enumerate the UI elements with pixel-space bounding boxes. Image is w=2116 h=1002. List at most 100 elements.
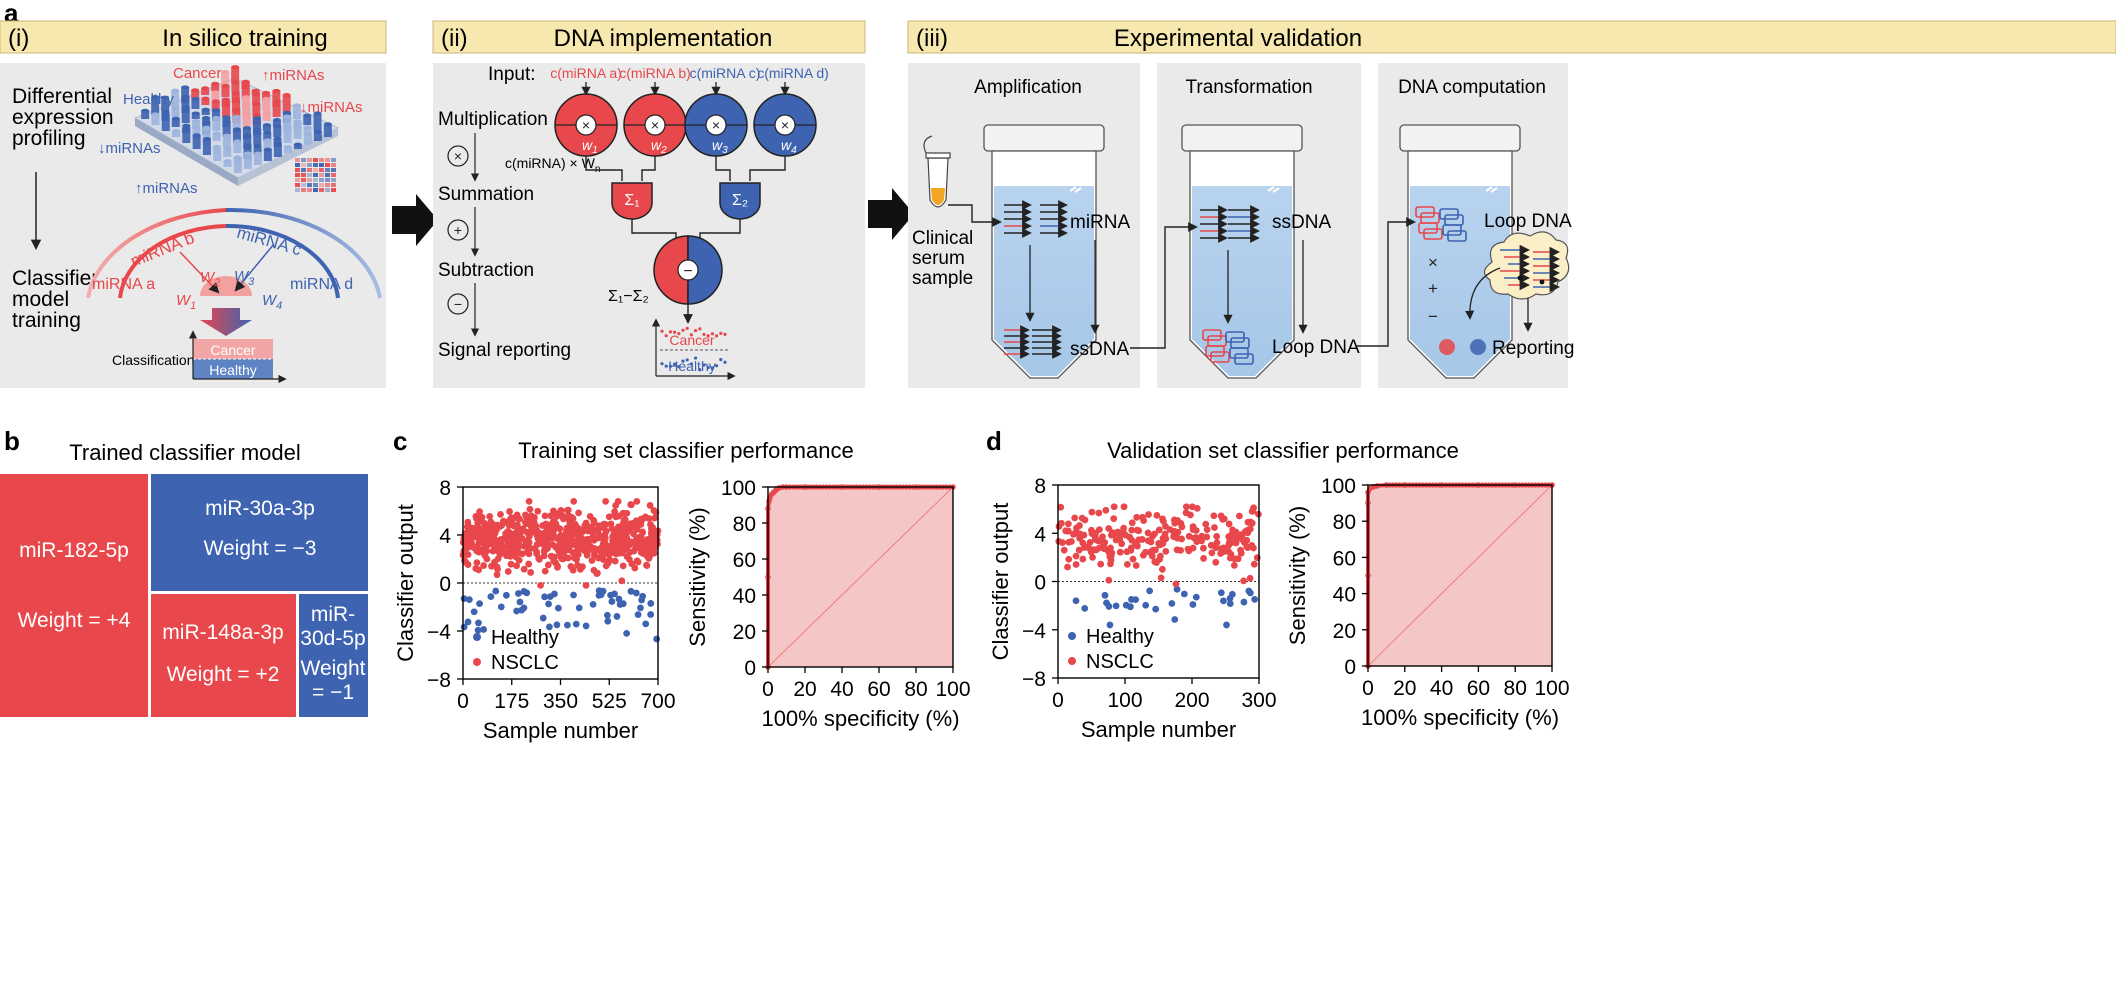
- nsclc-point: [1089, 553, 1096, 561]
- healthy-point: [1217, 589, 1225, 597]
- mini-dot-cancer: [689, 333, 694, 337]
- healthy-point: [639, 592, 647, 600]
- heatmap-bar-top: [231, 65, 240, 70]
- axis-tick-label: 40: [1333, 584, 1356, 607]
- nsclc-point: [564, 554, 572, 562]
- mini-heatmap-cell: [325, 168, 330, 172]
- healthy-point: [513, 607, 521, 615]
- heatmap-bar: [171, 107, 180, 117]
- nsclc-point: [1213, 533, 1221, 540]
- roc-point: [1374, 483, 1380, 489]
- mini-heatmap-cell: [295, 163, 300, 167]
- nsclc-point: [1132, 562, 1140, 569]
- axis-tick-label: 0: [1344, 656, 1356, 679]
- nsclc-point: [1145, 511, 1152, 518]
- amplification-title: Amplification: [974, 77, 1082, 98]
- legend-label: NSCLC: [1086, 651, 1154, 673]
- multiply-op-icon: [447, 145, 469, 167]
- mini-heatmap-cell: [313, 183, 318, 187]
- nsclc-point: [1237, 549, 1245, 557]
- section-1-number: (i): [8, 25, 29, 52]
- nsclc-point: [1133, 526, 1141, 534]
- nsclc-point: [506, 508, 513, 515]
- input-c-b: c(miRNA b): [619, 65, 691, 81]
- nsclc-point: [599, 556, 607, 563]
- label-w2: W2: [200, 269, 220, 289]
- mini-heatmap-cell: [307, 173, 312, 177]
- nsclc-point: [571, 554, 579, 562]
- nsclc-point: [558, 540, 566, 548]
- nsclc-point: [525, 533, 533, 540]
- nsclc-point: [1057, 503, 1065, 511]
- healthy-point: [589, 600, 597, 608]
- nsclc-point: [632, 544, 639, 552]
- y-axis-label: Classifier output: [393, 504, 418, 662]
- axis-tick-label: −8: [427, 669, 451, 692]
- mini-dot-cancer: [719, 331, 723, 335]
- arc-mirna-d: [225, 207, 382, 299]
- nsclc-point: [630, 530, 637, 538]
- heatmap-bar-top: [212, 144, 221, 149]
- healthy-point: [1173, 585, 1181, 593]
- tile-mir-148a-name: miR-148a-3p: [162, 621, 283, 644]
- healthy-point: [634, 611, 642, 619]
- nsclc-point: [1246, 574, 1254, 582]
- nsclc-point: [569, 537, 577, 545]
- heatmap-bar: [211, 101, 220, 111]
- heatmap-bar-top: [231, 91, 240, 96]
- nsclc-point: [464, 524, 472, 532]
- healthy-point: [572, 620, 580, 628]
- heatmap-bar-top: [211, 99, 220, 104]
- healthy-point: [480, 626, 487, 633]
- mini-heatmap-cell: [301, 158, 306, 162]
- heatmap-bar-top: [212, 108, 221, 113]
- transformation-title: Transformation: [1185, 77, 1312, 98]
- tube-transformation: [1181, 124, 1303, 379]
- dna-computation-title: DNA computation: [1398, 77, 1546, 98]
- heatmap-bar: [232, 129, 241, 143]
- x-axis-label: Sample number: [1081, 717, 1236, 742]
- nsclc-point: [1249, 507, 1257, 515]
- tile-mir-148a: miR-148a-3p Weight = +2: [151, 594, 296, 717]
- panel-d-letter: d: [986, 426, 1002, 456]
- heatmap-bar-top: [181, 105, 190, 110]
- profiling-line-1: Differential: [12, 85, 112, 108]
- healthy-point: [653, 635, 661, 643]
- axis-tick-label: 80: [1504, 677, 1527, 700]
- nsclc-point: [1157, 574, 1165, 582]
- nsclc-point: [1071, 514, 1079, 522]
- nsclc-point: [513, 562, 520, 570]
- heatmap-bar: [313, 131, 322, 141]
- healthy-point: [1226, 600, 1234, 608]
- nsclc-point: [568, 514, 576, 521]
- nsclc-point: [527, 544, 535, 552]
- axis-tick-label: 8: [439, 477, 451, 500]
- nsclc-point: [645, 555, 653, 562]
- multiply-symbol: ×: [651, 117, 659, 133]
- nsclc-point: [577, 565, 584, 573]
- nsclc-point: [1055, 537, 1063, 545]
- multiply-icon: [705, 114, 727, 136]
- nsclc-point: [547, 552, 555, 560]
- nsclc-point: [651, 514, 658, 522]
- mini-heatmap-cell: [319, 183, 324, 187]
- healthy-point: [1101, 591, 1109, 599]
- healthy-point: [642, 620, 650, 628]
- nsclc-point: [474, 519, 482, 527]
- heatmap-bar-top: [171, 116, 180, 121]
- mini-heatmap-cell: [319, 178, 324, 182]
- healthy-point: [541, 593, 548, 601]
- heatmap-cells: [141, 65, 332, 173]
- nsclc-point: [601, 534, 609, 542]
- axis-tick-label: 0: [744, 657, 756, 680]
- tile-mir-182: miR-182-5p Weight = +4: [0, 474, 148, 717]
- legend-marker: [1068, 657, 1076, 665]
- plot-frame: [1367, 484, 1553, 667]
- add-op-icon: [447, 219, 469, 241]
- mini-heatmap-cell: [313, 163, 318, 167]
- nsclc-point: [1062, 527, 1070, 535]
- legend-label: NSCLC: [491, 652, 559, 674]
- nsclc-point: [1080, 531, 1088, 539]
- heatmap-bar: [191, 113, 200, 119]
- loop-dna-glyph: [1439, 208, 1459, 220]
